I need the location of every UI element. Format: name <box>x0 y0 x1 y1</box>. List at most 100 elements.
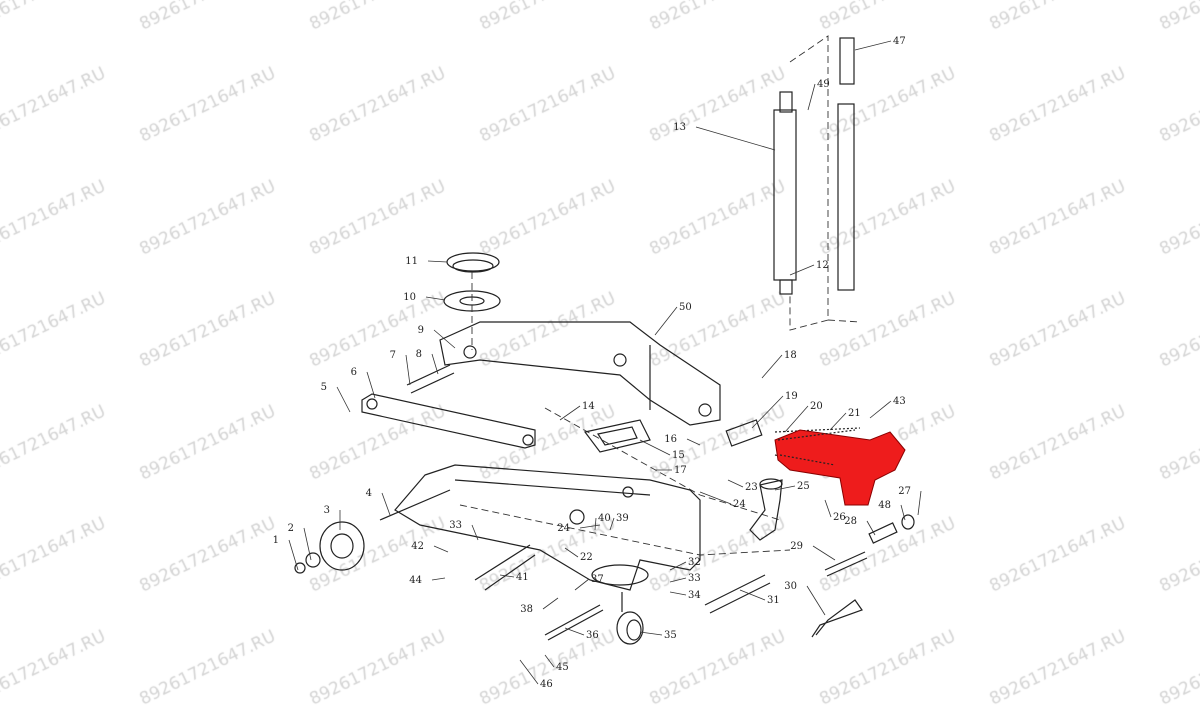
part-label-3: 3 <box>324 505 330 516</box>
part-label-18: 18 <box>784 350 797 361</box>
leader-line <box>639 439 671 456</box>
part-label-2: 2 <box>288 523 294 534</box>
part-label-41: 41 <box>516 572 529 583</box>
leader-line <box>425 296 446 301</box>
part-label-6: 6 <box>351 367 357 378</box>
jack-parts <box>294 35 915 645</box>
part-label-33: 33 <box>449 520 462 531</box>
leader-line <box>427 260 448 263</box>
leader-line <box>564 627 585 636</box>
part-label-8: 8 <box>416 349 422 360</box>
leader-line <box>471 524 479 541</box>
part-label-15: 15 <box>672 450 685 461</box>
leader-line <box>336 386 351 413</box>
part-label-17: 17 <box>674 465 687 476</box>
part-label-33: 33 <box>688 573 701 584</box>
part-label-19: 19 <box>785 391 798 402</box>
part-label-7: 7 <box>390 350 396 361</box>
jack-frame <box>394 464 701 591</box>
leader-line <box>900 504 906 521</box>
leader-line <box>433 329 456 349</box>
part-label-1: 1 <box>273 535 279 546</box>
part-label-21: 21 <box>848 408 861 419</box>
leader-line <box>366 371 376 399</box>
leader-line <box>669 561 687 571</box>
part-label-40: 40 <box>598 513 611 524</box>
leader-line <box>869 400 892 419</box>
leader-line <box>824 499 832 518</box>
leader-line <box>544 654 555 668</box>
leader-line <box>761 354 783 379</box>
part-label-36: 36 <box>586 630 599 641</box>
part-label-49: 49 <box>817 79 830 90</box>
leader-line <box>854 40 892 51</box>
leader-line <box>812 545 836 561</box>
lift-arm <box>439 321 721 426</box>
part-label-32: 32 <box>688 557 701 568</box>
part-label-12: 12 <box>816 260 829 271</box>
leader-line <box>686 438 701 446</box>
leader-line <box>564 547 579 558</box>
part-label-26: 26 <box>833 512 846 523</box>
part-label-50: 50 <box>679 302 692 313</box>
part-label-47: 47 <box>893 36 906 47</box>
part-label-14: 14 <box>582 401 595 412</box>
part-label-10: 10 <box>403 292 416 303</box>
part-label-11: 11 <box>405 256 418 267</box>
part-label-31: 31 <box>767 595 780 606</box>
hydraulic-pump-unit <box>774 429 906 506</box>
part-label-37: 37 <box>591 574 604 585</box>
part-label-22: 22 <box>580 552 593 563</box>
part-label-30: 30 <box>784 581 797 592</box>
leader-line <box>639 631 663 636</box>
leader-line <box>654 306 678 336</box>
leader-line <box>433 545 449 553</box>
part-label-5: 5 <box>321 382 327 393</box>
leader-line <box>519 659 539 685</box>
leader-line <box>866 520 876 536</box>
part-label-4: 4 <box>366 488 372 499</box>
leader-line <box>288 539 299 571</box>
leader-line <box>784 405 809 433</box>
leader-line <box>751 395 784 429</box>
part-label-48: 48 <box>878 500 891 511</box>
part-label-42: 42 <box>411 541 424 552</box>
leader-line <box>303 527 312 561</box>
part-label-13: 13 <box>673 122 686 133</box>
leader-line <box>917 490 922 516</box>
leader-line <box>829 412 847 431</box>
leader-line <box>609 517 615 531</box>
part-label-24: 24 <box>733 499 746 510</box>
leader-line <box>431 577 446 581</box>
part-label-43: 43 <box>893 396 906 407</box>
part-label-25: 25 <box>797 481 810 492</box>
part-label-38: 38 <box>520 604 533 615</box>
leader-line <box>499 574 515 578</box>
leader-line <box>807 83 816 111</box>
ram-cylinder <box>773 37 855 295</box>
leader-line <box>789 264 815 276</box>
part-label-39: 39 <box>616 513 629 524</box>
part-label-44: 44 <box>409 575 422 586</box>
part-label-27: 27 <box>898 486 911 497</box>
leader-line <box>669 591 687 596</box>
part-label-34: 34 <box>688 590 701 601</box>
part-label-45: 45 <box>556 662 569 673</box>
part-label-16: 16 <box>664 434 677 445</box>
part-label-29: 29 <box>790 541 803 552</box>
part-label-24: 24 <box>557 523 570 534</box>
part-label-23: 23 <box>745 482 758 493</box>
part-label-46: 46 <box>540 679 553 690</box>
leader-line <box>806 585 826 616</box>
leader-line <box>431 353 439 375</box>
leader-line <box>542 597 559 610</box>
leader-line <box>579 524 601 529</box>
leader-line <box>669 577 687 583</box>
leader-line <box>574 578 590 591</box>
part-label-35: 35 <box>664 630 677 641</box>
leader-line <box>739 589 766 601</box>
